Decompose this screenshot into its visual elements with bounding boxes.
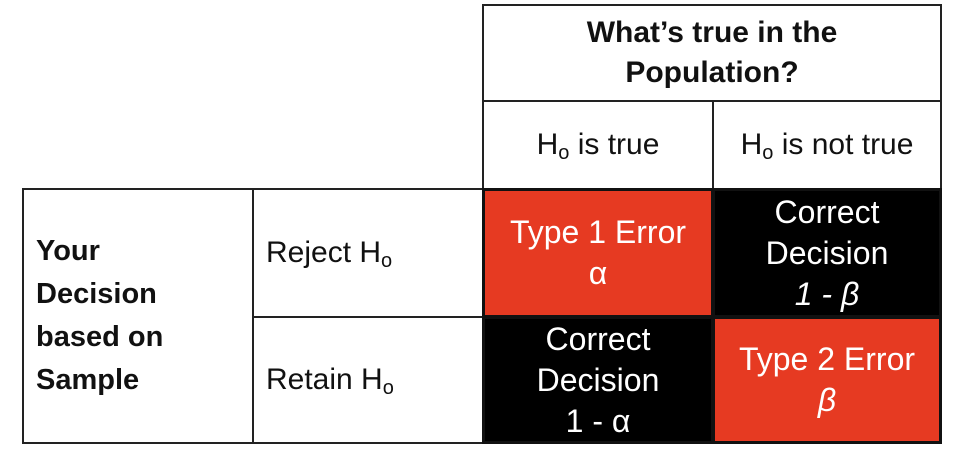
type1-error-label: Type 1 Error — [509, 214, 687, 250]
row-header-retain-prefix: Retain H — [266, 363, 383, 396]
decision-row-group: Your Decision based on Sample — [22, 188, 254, 444]
correct-decision-power-cell: Correct Decision 1 - β — [712, 188, 942, 318]
column-header-h0-true-subscript: o — [558, 141, 570, 164]
population-header-line1: What’s true in the — [586, 16, 838, 49]
type2-error-symbol: β — [817, 382, 837, 418]
column-header-h0-true-suffix: is true — [569, 128, 660, 161]
row-header-reject-prefix: Reject H — [266, 236, 382, 269]
type1-error-symbol: α — [588, 255, 608, 291]
column-header-h0-true-prefix: H — [536, 128, 559, 161]
correct-decision-confidence-cell: Correct Decision 1 - α — [482, 316, 714, 444]
correct-decision-confidence-line1: Correct — [545, 320, 651, 357]
type2-error-cell: Type 2 Error β — [712, 316, 942, 444]
column-header-h0-not-true-subscript: o — [762, 141, 774, 164]
type2-error-label: Type 2 Error — [738, 341, 916, 377]
column-header-h0-not-true-suffix: is not true — [773, 128, 914, 161]
correct-decision-power-value: 1 - β — [794, 275, 860, 312]
decision-row-group-label: Your Decision based on Sample — [36, 235, 164, 396]
population-header: What’s true in the Population? — [482, 4, 942, 102]
column-header-h0-not-true-prefix: H — [740, 128, 763, 161]
correct-decision-confidence-value: 1 - α — [565, 402, 631, 439]
population-header-line2: Population? — [625, 56, 799, 89]
row-header-retain-subscript: o — [382, 376, 394, 399]
correct-decision-power-line1: Correct — [774, 193, 880, 230]
row-header-reject-subscript: o — [381, 249, 393, 272]
correct-decision-power-line2: Decision — [765, 234, 889, 271]
correct-decision-confidence-line2: Decision — [536, 361, 660, 398]
type1-error-cell: Type 1 Error α — [482, 188, 714, 318]
